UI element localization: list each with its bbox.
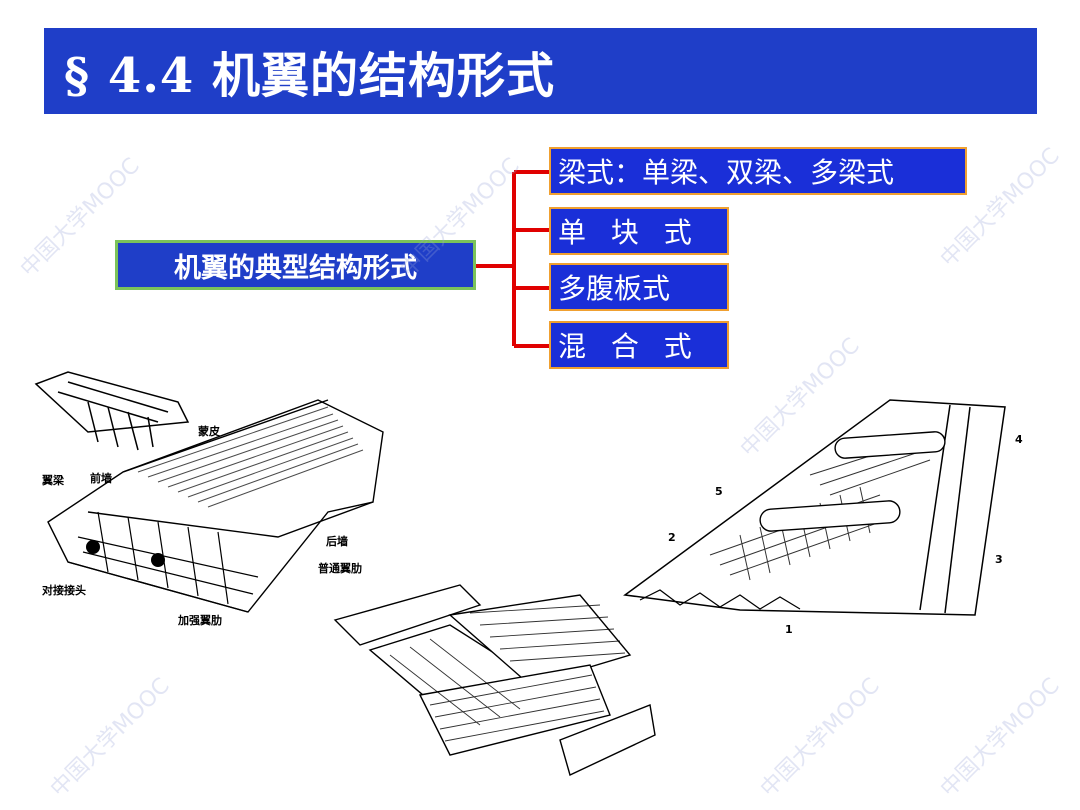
- label-4: 4: [1015, 433, 1023, 446]
- watermark: 中国大学MOOC: [752, 669, 886, 803]
- branch-hybrid-type: 混 合 式: [549, 321, 729, 369]
- label-normal-rib: 普通翼肋: [318, 561, 362, 575]
- label-rear-wall: 后墙: [326, 534, 348, 548]
- label-5: 5: [715, 485, 723, 498]
- wing-exploded-figure-middle: [330, 575, 660, 790]
- branch-monocoque-type: 单 块 式: [549, 207, 729, 255]
- label-joint: 对接接头: [42, 583, 86, 597]
- diagram-root-box: 机翼的典型结构形式: [115, 240, 476, 290]
- watermark: 中国大学MOOC: [42, 669, 176, 803]
- branch-multi-web-type: 多腹板式: [549, 263, 729, 311]
- label-1: 1: [785, 623, 793, 636]
- wing-structure-figure-right: 4 5 2 3 1: [620, 395, 1040, 645]
- label-3: 3: [995, 553, 1003, 566]
- label-spar: 翼梁: [41, 473, 65, 487]
- wing-detail-sketch: [36, 372, 188, 450]
- label-front-wall: 前墙: [90, 471, 112, 485]
- label-reinforced-rib: 加强翼肋: [177, 613, 222, 627]
- watermark: 中国大学MOOC: [932, 669, 1066, 803]
- label-2: 2: [668, 531, 676, 544]
- page-title: § 4.4 机翼的结构形式: [64, 36, 555, 106]
- branch-spar-type: 梁式：单梁、双梁、多梁式: [549, 147, 967, 195]
- label-skin: 蒙皮: [198, 424, 220, 438]
